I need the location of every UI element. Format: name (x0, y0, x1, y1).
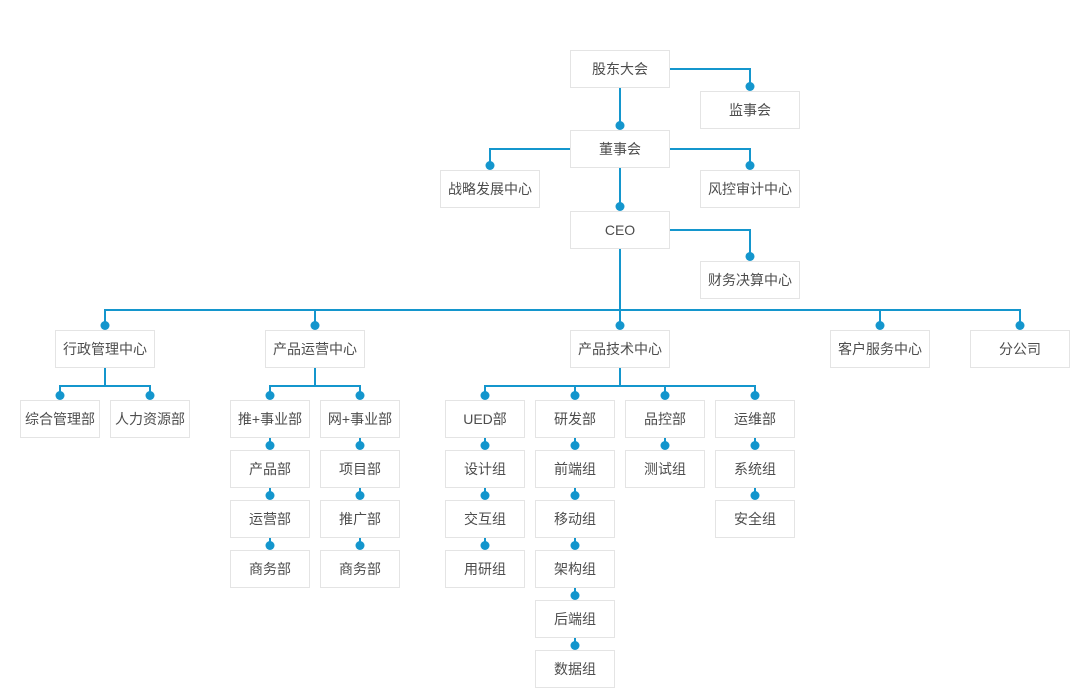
org-node-wang-division: 网+事业部 (320, 400, 400, 438)
org-node-user-research-group: 用研组 (445, 550, 525, 588)
org-node-general-mgmt-dept: 综合管理部 (20, 400, 100, 438)
org-node-security-group: 安全组 (715, 500, 795, 538)
org-node-finance-center: 财务决算中心 (700, 261, 800, 299)
org-node-data-group: 数据组 (535, 650, 615, 688)
line-shareholders-supervisory (670, 68, 751, 87)
org-node-admin-center: 行政管理中心 (55, 330, 155, 368)
line-bus-centers (104, 309, 1021, 326)
org-node-customer-service-center: 客户服务中心 (830, 330, 930, 368)
line-prodtech-split (484, 368, 756, 396)
org-node-branch-company: 分公司 (970, 330, 1070, 368)
org-node-testing-group: 测试组 (625, 450, 705, 488)
org-node-business-dept-1: 商务部 (230, 550, 310, 588)
org-node-supervisory-board: 监事会 (700, 91, 800, 129)
org-node-qc-dept: 品控部 (625, 400, 705, 438)
org-node-product-ops-center: 产品运营中心 (265, 330, 365, 368)
org-node-design-group: 设计组 (445, 450, 525, 488)
org-node-system-group: 系统组 (715, 450, 795, 488)
org-node-backend-group: 后端组 (535, 600, 615, 638)
org-node-business-dept-2: 商务部 (320, 550, 400, 588)
org-node-hr-dept: 人力资源部 (110, 400, 190, 438)
line-prodops-split (269, 368, 361, 396)
org-node-product-tech-center: 产品技术中心 (570, 330, 670, 368)
line-board-risk (670, 148, 751, 166)
org-node-om-dept: 运维部 (715, 400, 795, 438)
line-ceo-finance (670, 229, 751, 257)
org-node-rd-dept: 研发部 (535, 400, 615, 438)
org-node-product-dept: 产品部 (230, 450, 310, 488)
org-node-shareholders-meeting: 股东大会 (570, 50, 670, 88)
org-node-strategy-center: 战略发展中心 (440, 170, 540, 208)
org-node-frontend-group: 前端组 (535, 450, 615, 488)
org-node-promotion-dept: 推广部 (320, 500, 400, 538)
org-node-ceo: CEO (570, 211, 670, 249)
org-node-ued-dept: UED部 (445, 400, 525, 438)
line-admin-split (59, 368, 151, 396)
org-node-risk-audit-center: 风控审计中心 (700, 170, 800, 208)
org-node-operations-dept: 运营部 (230, 500, 310, 538)
org-node-project-dept: 项目部 (320, 450, 400, 488)
org-node-interaction-group: 交互组 (445, 500, 525, 538)
line-board-strategy (489, 148, 570, 166)
org-node-tui-division: 推+事业部 (230, 400, 310, 438)
org-node-mobile-group: 移动组 (535, 500, 615, 538)
org-node-architecture-group: 架构组 (535, 550, 615, 588)
org-node-board-of-directors: 董事会 (570, 130, 670, 168)
